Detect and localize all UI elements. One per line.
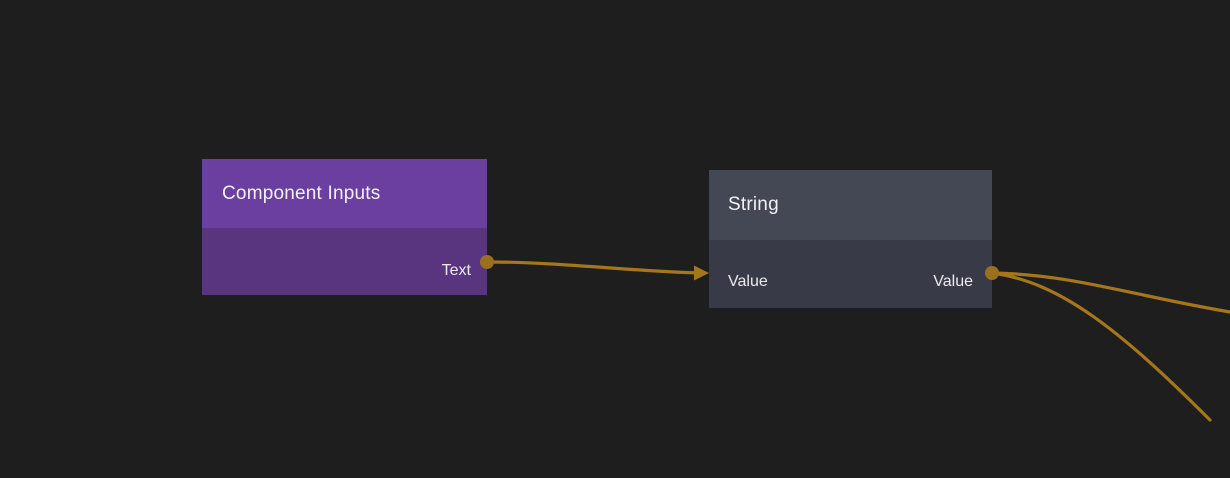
edge-value-out-upper[interactable]: [990, 271, 1230, 314]
node-component-inputs[interactable]: Component Inputs Text: [202, 159, 487, 295]
edge-arrowhead-icon: [694, 265, 709, 281]
port-row-value: Value Value: [709, 273, 992, 291]
output-port-label-value[interactable]: Value: [933, 273, 973, 290]
node-title: String: [728, 194, 779, 215]
node-title: Component Inputs: [222, 182, 381, 204]
port-row-text: Text: [202, 262, 487, 280]
output-port-label-text[interactable]: Text: [441, 262, 471, 279]
node-string[interactable]: String Value Value: [709, 170, 992, 308]
edge-text-to-value[interactable]: [488, 260, 704, 275]
node-header: String: [709, 170, 992, 240]
node-header: Component Inputs: [202, 159, 487, 228]
input-port-label-value[interactable]: Value: [728, 273, 768, 290]
node-body: Value Value: [709, 240, 992, 308]
edge-value-out-lower[interactable]: [990, 271, 1212, 422]
output-port-dot-text[interactable]: [480, 255, 494, 269]
node-body: Text: [202, 228, 487, 295]
output-port-dot-value[interactable]: [985, 266, 999, 280]
